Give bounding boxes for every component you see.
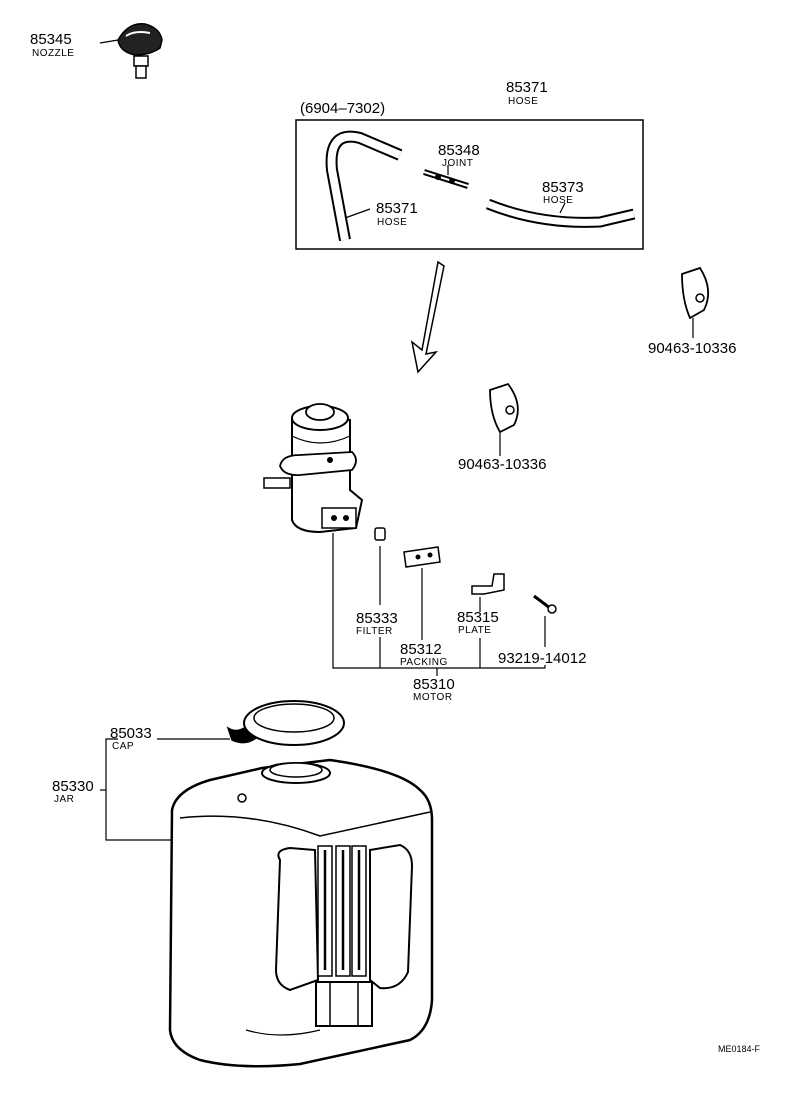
joint-number: 85348 <box>438 142 480 159</box>
plate-number: 85315 <box>457 609 499 626</box>
drawing-code: ME0184-F <box>718 1044 761 1054</box>
filter-name: FILTER <box>356 626 393 637</box>
plate-name: PLATE <box>458 625 491 636</box>
callout-arrow <box>410 260 445 374</box>
jar-name: JAR <box>54 794 74 805</box>
motor-name: MOTOR <box>413 692 453 703</box>
hose-main-name: HOSE <box>508 96 538 107</box>
cap-number: 85033 <box>110 725 152 742</box>
inset-range: (6904–7302) <box>300 100 385 117</box>
jar-number: 85330 <box>52 778 94 795</box>
hose-inset-b-name: HOSE <box>543 195 573 206</box>
joint-drawing <box>423 169 469 189</box>
screw-number: 93219-14012 <box>498 650 586 667</box>
motor-leader-lines <box>332 533 546 676</box>
labels: 85345 NOZZLE 85371 HOSE (6904–7302) 8534… <box>30 31 761 1054</box>
hose-main-drawing <box>136 44 775 489</box>
inset-box <box>295 119 644 250</box>
hose-inset-a-name: HOSE <box>377 217 407 228</box>
clamp-mid-number: 90463-10336 <box>458 456 546 473</box>
jar-drawing <box>168 758 434 1068</box>
hose-main-number: 85371 <box>506 79 548 96</box>
cap-drawing <box>157 700 345 746</box>
clamp-right-drawing <box>681 266 710 338</box>
packing-number: 85312 <box>400 641 442 658</box>
nozzle-number: 85345 <box>30 31 72 48</box>
hose-inset-b-number: 85373 <box>542 179 584 196</box>
nozzle-drawing <box>99 23 163 79</box>
filter-number: 85333 <box>356 610 398 627</box>
motor-number: 85310 <box>413 676 455 693</box>
hose-inset-a-number: 85371 <box>376 200 418 217</box>
joint-name: JOINT <box>442 158 473 169</box>
packing-name: PACKING <box>400 657 448 668</box>
screw-drawing <box>533 594 557 647</box>
filter-drawing <box>374 527 386 605</box>
clamp-right-number: 90463-10336 <box>648 340 736 357</box>
cap-name: CAP <box>112 741 134 752</box>
clamp-mid-drawing <box>489 382 519 456</box>
plate-drawing <box>471 573 505 612</box>
motor-drawing <box>263 403 364 534</box>
jar-leader-lines <box>100 738 172 841</box>
packing-drawing <box>403 546 441 640</box>
nozzle-name: NOZZLE <box>32 48 74 59</box>
